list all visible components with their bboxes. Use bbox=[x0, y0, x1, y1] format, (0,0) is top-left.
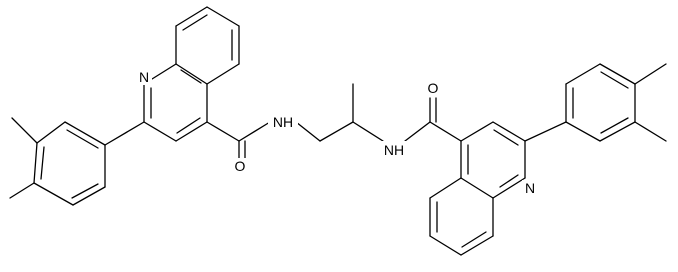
right-quinoline bbox=[429, 121, 526, 256]
right-dimethylphenyl-ring bbox=[565, 63, 667, 142]
bond-left-aryl bbox=[104, 121, 145, 146]
left-ring-nitrogen-label: N bbox=[139, 69, 149, 85]
left-amide-nh-label: NH bbox=[273, 114, 293, 130]
left-dimethylphenyl-ring bbox=[9, 117, 106, 206]
right-amide-nh-label: NH bbox=[384, 142, 404, 158]
right-carbonyl-oxygen-label: O bbox=[428, 80, 439, 96]
bond-right-aryl bbox=[524, 121, 567, 142]
left-quinoline bbox=[143, 6, 271, 159]
propanediamine-linker bbox=[295, 83, 462, 142]
right-ring-nitrogen-label: N bbox=[525, 180, 535, 196]
left-carbonyl-oxygen-label: O bbox=[235, 158, 246, 174]
